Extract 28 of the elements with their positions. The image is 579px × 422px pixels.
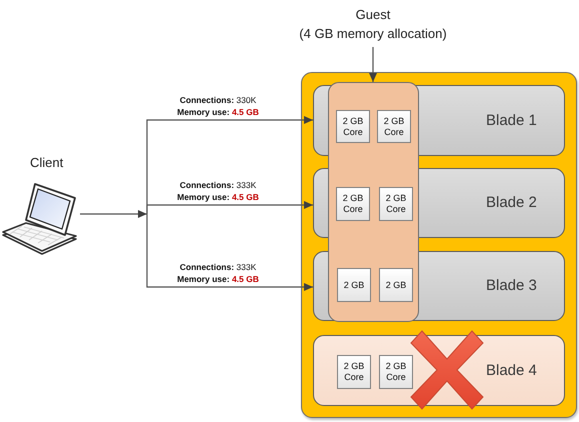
server-chassis-panel [301, 72, 577, 418]
core-label: 2 GB Core [342, 361, 366, 383]
arrow [369, 47, 377, 82]
memory-core-tile [336, 110, 370, 143]
blade-label: Blade 2 [486, 194, 537, 212]
core-label: 2 GB [384, 280, 408, 290]
blade-label: Blade 3 [486, 277, 537, 295]
arrow [146, 201, 313, 214]
memory-core-tile [337, 355, 371, 389]
blade-label: Blade 1 [486, 112, 537, 130]
memory-core-tile [379, 268, 413, 302]
core-label: 2 GB Core [342, 193, 364, 215]
blade-label: Blade 4 [486, 362, 537, 380]
core-label: 2 GB Core [382, 116, 406, 138]
core-label: 2 GB Core [384, 193, 408, 215]
arrow [80, 210, 147, 218]
memory-core-tile [336, 187, 370, 221]
guest-allocation-note: (4 GB memory allocation) [299, 25, 447, 43]
guest-heading: Guest [356, 6, 390, 24]
memory-core-tile [337, 268, 371, 302]
memory-core-tile [379, 187, 413, 221]
core-label: 2 GB [342, 280, 366, 290]
core-label: 2 GB Core [342, 116, 364, 138]
arrow [146, 214, 313, 291]
memory-core-tile [377, 110, 411, 143]
memory-core-tile [379, 355, 413, 389]
core-label: 2 GB Core [384, 361, 408, 383]
client-label: Client [30, 155, 64, 171]
